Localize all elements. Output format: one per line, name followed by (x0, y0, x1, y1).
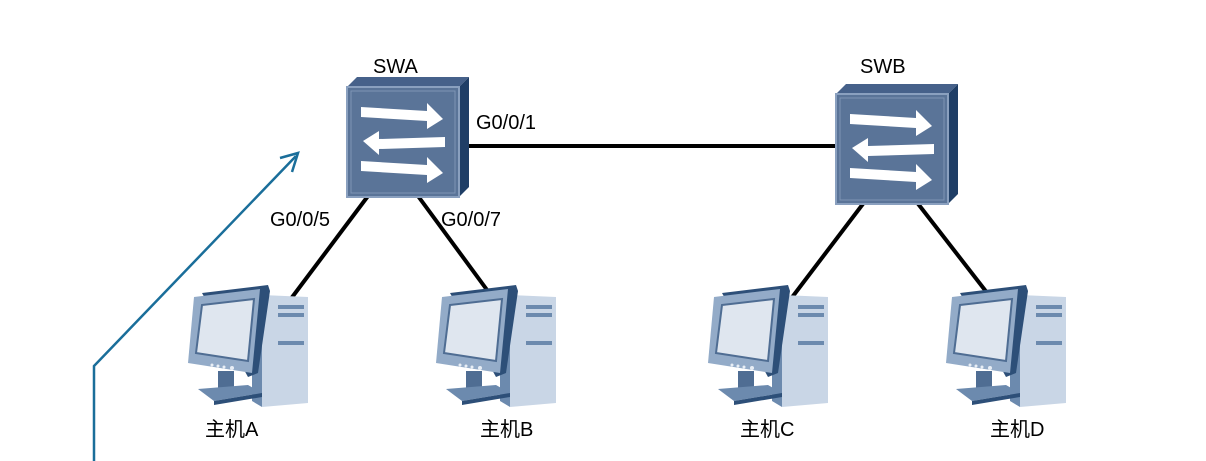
link-swa-host-b (416, 194, 492, 296)
host-c-pc-icon[interactable] (707, 284, 829, 408)
switch-swa-icon[interactable] (346, 76, 470, 198)
host-d-label: 主机D (990, 419, 1045, 441)
host-a-pc-icon[interactable] (187, 284, 309, 408)
link-swa-host-a (288, 186, 376, 302)
port-label-g0-0-1: G0/0/1 (476, 112, 537, 134)
link-swb-host-c (788, 190, 874, 302)
port-label-g0-0-5: G0/0/5 (270, 209, 331, 231)
switch-swb-label: SWB (860, 56, 906, 78)
host-a-label: 主机A (205, 419, 259, 441)
path-arrow-head (279, 151, 300, 173)
host-b-pc-icon[interactable] (435, 284, 557, 408)
port-label-g0-0-7: G0/0/7 (441, 209, 502, 231)
host-c-label: 主机C (740, 419, 795, 441)
host-b-label: 主机B (480, 419, 534, 441)
switch-swb-icon[interactable] (835, 83, 959, 205)
link-swb-host-d (910, 194, 990, 296)
switch-swa-label: SWA (373, 56, 418, 78)
host-d-pc-icon[interactable] (945, 284, 1067, 408)
path-arrow (92, 155, 297, 461)
